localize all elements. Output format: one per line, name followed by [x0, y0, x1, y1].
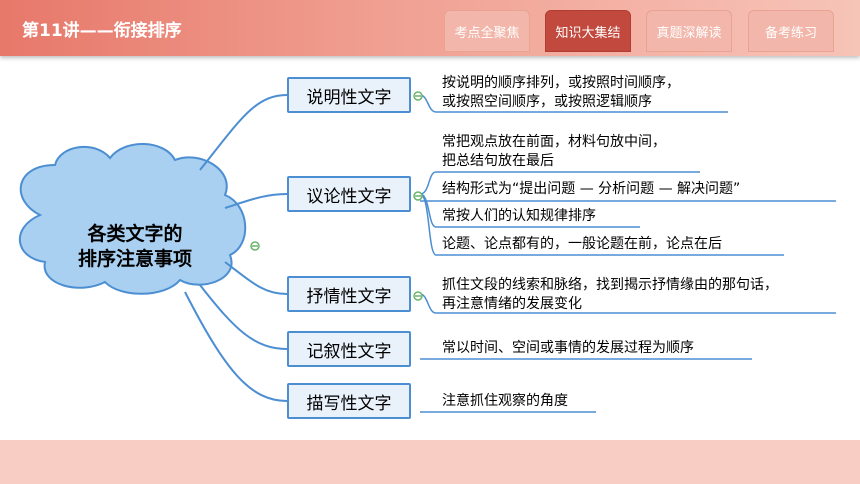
note-argumentative-3: 常按人们的认知规律排序 — [442, 208, 596, 224]
node-expository-text[interactable]: 说明性文字 — [287, 77, 411, 113]
note-narrative-1: 常以时间、空间或事情的发展过程为顺序 — [442, 340, 694, 356]
center-line-1: 各类文字的 — [87, 223, 183, 245]
lesson-title: 第11讲——衔接排序 — [22, 21, 182, 41]
footer-band — [0, 440, 860, 484]
node-lyrical-text[interactable]: 抒情性文字 — [287, 276, 411, 312]
note-argumentative-1: 常把观点放在前面，材料句放中间， 把总结句放在最后 — [442, 134, 666, 169]
node-argumentative-text[interactable]: 议论性文字 — [287, 176, 411, 212]
node-narrative-text[interactable]: 记叙性文字 — [287, 331, 411, 367]
note-lyrical-1: 抓住文段的线索和脉络，找到揭示抒情缘由的那句话， 再注意情绪的发展变化 — [442, 277, 778, 312]
tab-exam-points[interactable]: 考点全聚焦 — [444, 10, 530, 52]
header-bar: 第11讲——衔接排序 考点全聚焦 知识大集结 真题深解读 备考练习 — [0, 0, 860, 56]
note-descriptive-1: 注意抓住观察的角度 — [442, 393, 568, 409]
note-expository-1: 按说明的顺序排列，或按照时间顺序， 或按照空间顺序，或按照逻辑顺序 — [442, 75, 680, 110]
tab-knowledge-summary[interactable]: 知识大集结 — [545, 10, 631, 52]
note-argumentative-4: 论题、论点都有的，一般论题在前，论点在后 — [442, 236, 722, 252]
tab-real-questions[interactable]: 真题深解读 — [646, 10, 732, 52]
cloud-shape — [19, 143, 247, 295]
tab-exam-practice[interactable]: 备考练习 — [748, 10, 834, 52]
note-argumentative-2: 结构形式为“提出问题 — 分析问题 — 解决问题” — [442, 181, 741, 197]
center-line-2: 排序注意事项 — [77, 248, 192, 270]
node-descriptive-text[interactable]: 描写性文字 — [287, 383, 411, 419]
mindmap-center-topic: 各类文字的 排序注意事项 — [40, 222, 230, 272]
